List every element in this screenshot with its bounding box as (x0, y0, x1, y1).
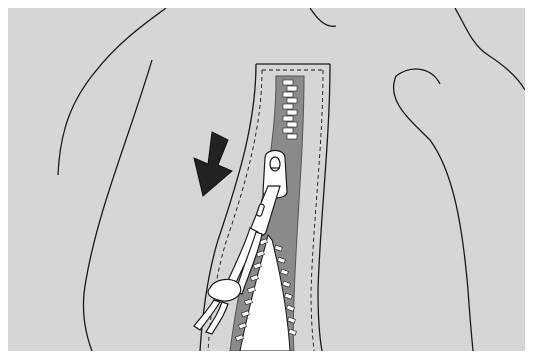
illustration-canvas (0, 0, 533, 359)
zipper-instruction-illustration (0, 0, 533, 359)
